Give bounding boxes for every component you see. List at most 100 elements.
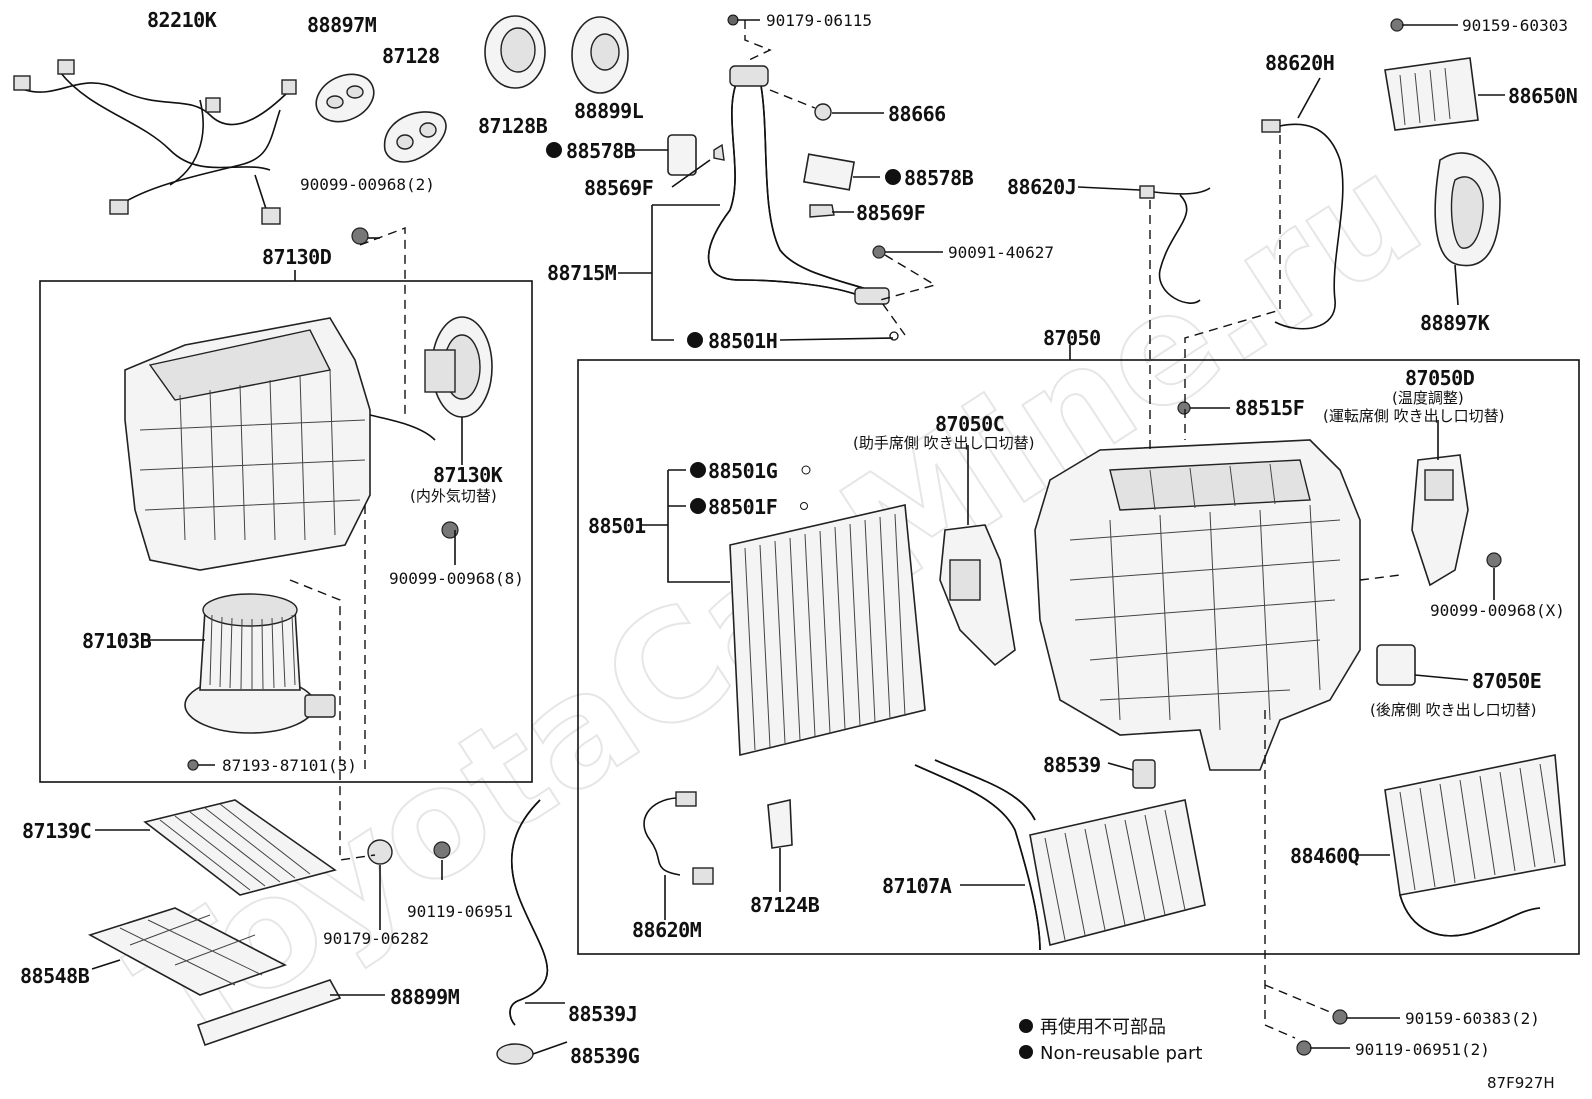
sensor-88620M-drawing: [643, 791, 714, 885]
label-90091-40627: 90091-40627: [948, 243, 1054, 262]
sensor-88620H-drawing: [1261, 119, 1344, 330]
module-88650N-drawing: [1384, 57, 1479, 131]
heater-case-87050-drawing: [1034, 439, 1361, 771]
label-87050C: 87050C: [935, 412, 1004, 436]
servo-87050E-drawing: [1376, 644, 1416, 686]
label-88578B-a: 88578B: [566, 139, 636, 163]
label-87124B: 87124B: [750, 893, 820, 917]
label-87139C: 87139C: [22, 819, 91, 843]
clip-88569F-icon: [713, 143, 725, 161]
screw-88515F-icon: [1177, 401, 1191, 415]
label-87050D-sub2: (運転席側 吹き出し口切替): [1323, 407, 1504, 425]
nut-88666-icon: [814, 103, 832, 121]
label-87103B: 87103B: [82, 629, 152, 653]
screw-90179-06115-icon: [727, 14, 739, 26]
filter-case-88548B-drawing: [87, 907, 288, 996]
legend-jp: 再使用不可部品: [1040, 1017, 1166, 1038]
label-87050C-sub: (助手席側 吹き出し口切替): [853, 434, 1034, 452]
bolt-90159-60303-icon: [1390, 18, 1404, 32]
legend-en: Non-reusable part: [1040, 1043, 1202, 1064]
label-87130K-sub: (内外気切替): [410, 487, 497, 505]
label-88578B-b: 88578B: [904, 166, 974, 190]
dashed-guide-lines: [289, 20, 1401, 1039]
label-88539J: 88539J: [568, 1002, 637, 1026]
leader-lines: [91, 19, 1505, 1055]
drain-88539-drawing: [1132, 759, 1156, 789]
pad-88578B-b-icon: [802, 153, 856, 191]
bolt-90119-06951-icon: [433, 841, 451, 859]
label-88715M: 88715M: [547, 261, 617, 285]
legend: 再使用不可部品 Non-reusable part: [1040, 1017, 1202, 1064]
blower-housing-87130D-drawing: [124, 317, 436, 571]
clip-88569F-b-icon: [809, 204, 835, 218]
label-87107A: 87107A: [882, 874, 952, 898]
label-82210K: 82210K: [147, 8, 217, 32]
label-88620H: 88620H: [1265, 51, 1334, 75]
label-88899M: 88899M: [390, 985, 460, 1009]
wire-harness-82210K-drawing: [13, 59, 297, 225]
label-90119-06951-2: 90119-06951(2): [1355, 1040, 1490, 1059]
rear-heater-88460Q-drawing: [1384, 754, 1566, 937]
oring-88501F-icon: [800, 502, 808, 510]
seal-87128B-drawing: [484, 15, 546, 89]
non-reusable-markers: [546, 142, 1033, 1059]
label-88501H: 88501H: [708, 329, 777, 353]
label-88501: 88501: [588, 514, 646, 538]
label-90159-60383-2: 90159-60383(2): [1405, 1009, 1540, 1028]
label-88666: 88666: [888, 102, 946, 126]
label-90159-60303: 90159-60303: [1462, 16, 1568, 35]
cover-88899L-drawing: [571, 16, 629, 94]
diagram-code: 87F927H: [1487, 1074, 1555, 1092]
label-88569F-b: 88569F: [856, 201, 925, 225]
label-88620J: 88620J: [1007, 175, 1076, 199]
label-87050: 87050: [1043, 326, 1101, 350]
label-88501G: 88501G: [708, 459, 778, 483]
cover-88899M-drawing: [196, 979, 342, 1047]
blower-assembly-frame: [39, 280, 533, 783]
label-87193-87101-3: 87193-87101(3): [222, 756, 357, 775]
label-87050D: 87050D: [1405, 366, 1475, 390]
label-88539: 88539: [1043, 753, 1101, 777]
label-87128: 87128: [382, 44, 440, 68]
evaporator-88501-drawing: [729, 504, 926, 757]
heater-unit-frame: [577, 359, 1580, 955]
label-88539G: 88539G: [570, 1044, 640, 1068]
label-88897M: 88897M: [307, 13, 377, 37]
label-90099-00968-2: 90099-00968(2): [300, 175, 435, 194]
servo-87050C-drawing: [939, 524, 1016, 667]
nut-90179-06282-icon: [367, 839, 393, 865]
screw-90099-00968-2-icon: [351, 227, 369, 245]
part-labels: 82210K 88897M 87128 87128B 88899L 90179-…: [20, 8, 1578, 1068]
label-88650N: 88650N: [1508, 84, 1577, 108]
label-87050E-sub: (後席側 吹き出し口切替): [1370, 701, 1536, 719]
label-88620M: 88620M: [632, 918, 702, 942]
label-88515F: 88515F: [1235, 396, 1304, 420]
clip-87124B-drawing: [767, 799, 793, 849]
blower-motor-87103B-drawing: [184, 593, 336, 734]
grommet-88897M-drawing: [315, 73, 375, 123]
label-90099-00968-8: 90099-00968(8): [389, 569, 524, 588]
label-87130K: 87130K: [433, 463, 503, 487]
oring-88501G-icon: [801, 465, 811, 475]
label-88548B: 88548B: [20, 964, 90, 988]
label-90119-06951: 90119-06951: [407, 902, 513, 921]
bolt-90119-06951-2-icon: [1296, 1040, 1312, 1056]
screw-90099-00968-X-icon: [1486, 552, 1502, 568]
sensor-88620J-drawing: [1139, 185, 1211, 304]
bolt-90159-60383-icon: [1332, 1009, 1348, 1025]
label-87050E: 87050E: [1472, 669, 1541, 693]
label-88897K: 88897K: [1420, 311, 1490, 335]
label-90179-06115: 90179-06115: [766, 11, 872, 30]
label-88569F-a: 88569F: [584, 176, 653, 200]
label-90099-00968-X: 90099-00968(X): [1430, 601, 1565, 620]
grommet-88539G-drawing: [496, 1043, 534, 1065]
drain-hose-88539J-drawing: [509, 799, 549, 1026]
bolt-90091-40627-icon: [872, 245, 886, 259]
grommet-87128-drawing: [383, 111, 447, 163]
grommet-88897K-drawing: [1434, 152, 1501, 267]
screw-90099-00968-8-icon: [441, 521, 459, 539]
label-87130D: 87130D: [262, 245, 332, 269]
pad-88578B-icon: [667, 134, 697, 176]
heater-core-87107A-drawing: [914, 759, 1206, 951]
